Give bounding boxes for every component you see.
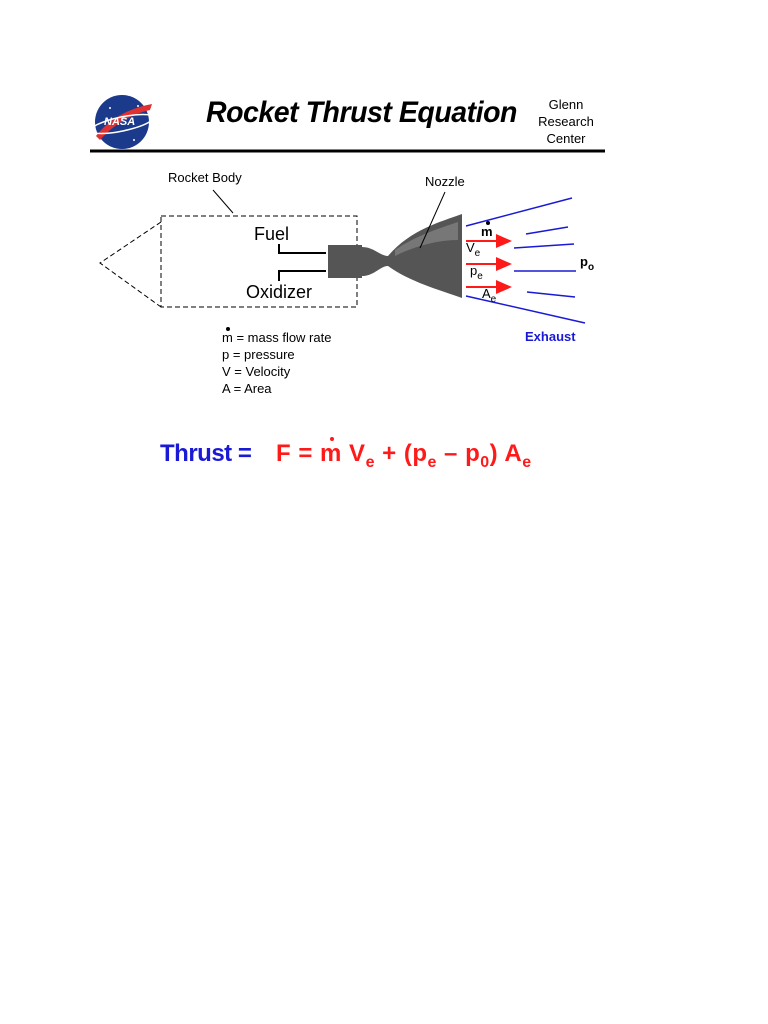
thrust-arrows (466, 234, 512, 294)
nasa-logo-text: NASA (104, 116, 136, 128)
legend-item-mass-flow: m = mass flow rate (222, 327, 332, 345)
center-name-line1: Glenn (548, 97, 584, 112)
center-name-line3: Center (546, 131, 586, 146)
page-title: Rocket Thrust Equation (206, 96, 517, 129)
symbol-mdot: m (481, 221, 493, 239)
symbol-ae: Ae (482, 286, 497, 305)
symbol-po: po (580, 254, 595, 273)
fuel-label: Fuel (254, 224, 290, 244)
nozzle-label: Nozzle (425, 174, 465, 189)
thrust-equation: F = m Ve + (pe – p0) Ae (276, 437, 532, 471)
symbol-pe: pe (470, 263, 483, 282)
rocket-body-outline (99, 215, 358, 308)
rocket-body-label: Rocket Body (168, 170, 242, 185)
nozzle-shape (328, 214, 462, 298)
legend-item-velocity: V = Velocity (222, 364, 291, 379)
oxidizer-label: Oxidizer (246, 282, 313, 302)
thrust-label: Thrust = (160, 440, 252, 467)
symbol-ve: Ve (466, 240, 481, 259)
exhaust-label: Exhaust (525, 329, 576, 344)
feed-lines (278, 244, 326, 281)
nasa-logo (89, 95, 155, 149)
rocket-body-leader (212, 189, 234, 214)
exhaust-lines (465, 197, 586, 324)
legend-item-pressure: p = pressure (222, 347, 295, 362)
nozzle-leader (419, 191, 446, 249)
legend-item-area: A = Area (222, 381, 272, 396)
center-name-line2: Research (538, 114, 594, 129)
